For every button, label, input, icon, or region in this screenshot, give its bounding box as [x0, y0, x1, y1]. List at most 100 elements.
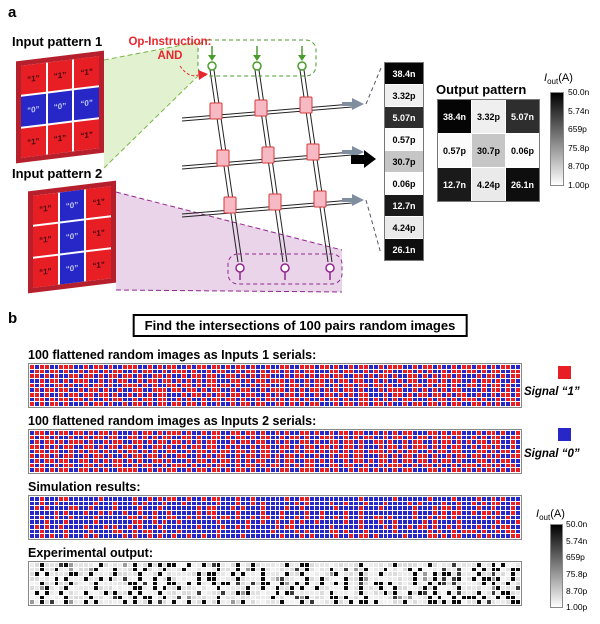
- grid-cell: [329, 374, 334, 378]
- grid-cell: [329, 431, 334, 435]
- grid-cell: [373, 529, 378, 534]
- grid-cell: [344, 374, 349, 378]
- grid-cell: [481, 468, 486, 472]
- grid-cell: [511, 468, 516, 472]
- grid-cell: [295, 449, 300, 454]
- grid-cell: [354, 393, 358, 397]
- grid-cell: [128, 529, 133, 534]
- grid-cell: [157, 374, 162, 378]
- grid-cell: [98, 501, 103, 506]
- grid-cell: [98, 572, 103, 576]
- grid-cell: [280, 374, 285, 378]
- grid-cell: [427, 515, 432, 520]
- grid-cell: [88, 515, 93, 520]
- grid-cell: [226, 374, 231, 378]
- grid-cell: [54, 501, 59, 506]
- grid-cell: [408, 468, 412, 472]
- grid-cell: [177, 529, 182, 534]
- grid-cell: [250, 463, 255, 468]
- colorbar-tick-label: 5.74n: [568, 105, 590, 116]
- grid-cell: [432, 534, 437, 538]
- grid-cell: [118, 397, 123, 402]
- grid-cell: [49, 468, 54, 472]
- grid-cell: [383, 591, 388, 595]
- grid-cell: [138, 511, 142, 515]
- grid-cell: [295, 463, 300, 468]
- grid-cell: [344, 383, 349, 388]
- grid-cell: [457, 454, 462, 458]
- grid-cell: [226, 520, 231, 524]
- grid-cell: [339, 506, 344, 510]
- grid-cell: [113, 534, 118, 538]
- grid-cell: [187, 468, 192, 472]
- grid-cell: [34, 501, 39, 506]
- grid-cell: [427, 595, 432, 600]
- grid-cell: [167, 445, 172, 449]
- grid-cell: [216, 383, 221, 388]
- grid-cell: [432, 506, 437, 510]
- grid-cell: [93, 402, 98, 406]
- grid-cell: [462, 454, 466, 458]
- grid-cell: [270, 577, 275, 581]
- grid-cell: [133, 567, 138, 572]
- grid-cell: [383, 501, 388, 506]
- grid-cell: [54, 440, 59, 444]
- grid-cell: [339, 459, 344, 463]
- grid-cell: [471, 440, 476, 444]
- grid-cell: [206, 501, 211, 506]
- grid-cell: [349, 595, 354, 600]
- grid-cell: [246, 431, 250, 435]
- grid-cell: [491, 402, 496, 406]
- grid-cell: [34, 440, 39, 444]
- grid-cell: [79, 449, 83, 454]
- grid-cell: [300, 393, 304, 397]
- grid-cell: [147, 440, 152, 444]
- grid-cell: [486, 397, 491, 402]
- grid-cell: [319, 374, 324, 378]
- grid-cell: [172, 501, 177, 506]
- grid-cell: [501, 402, 506, 406]
- grid-cell: [260, 600, 265, 604]
- grid-cell: [442, 445, 447, 449]
- grid-cell: [187, 431, 192, 435]
- grid-cell: [466, 581, 471, 586]
- grid-cell: [79, 374, 83, 378]
- grid-cell: [481, 577, 486, 581]
- grid-cell: [64, 468, 69, 472]
- grid-cell: [349, 497, 354, 501]
- grid-cell: [246, 534, 250, 538]
- grid-cell: [354, 468, 358, 472]
- grid-cell: [147, 379, 152, 383]
- grid-cell: [182, 397, 187, 402]
- grid-cell: [54, 595, 59, 600]
- grid-cell: [147, 374, 152, 378]
- output-value-cell: 3.32p: [472, 100, 505, 133]
- grid-cell: [422, 374, 427, 378]
- grid-cell: [79, 459, 83, 463]
- grid-cell: [471, 374, 476, 378]
- grid-cell: [30, 525, 34, 529]
- grid-cell: [511, 379, 516, 383]
- grid-cell: [329, 397, 334, 402]
- grid-cell: [309, 374, 314, 378]
- grid-cell: [486, 511, 491, 515]
- grid-cell: [334, 529, 339, 534]
- grid-cell: [452, 520, 457, 524]
- grid-cell: [516, 383, 520, 388]
- grid-cell: [201, 525, 206, 529]
- grid-cell: [113, 567, 118, 572]
- grid-cell: [275, 468, 280, 472]
- grid-cell: [211, 501, 216, 506]
- grid-cell: [182, 369, 187, 374]
- grid-cell: [211, 365, 216, 369]
- grid-cell: [182, 567, 187, 572]
- grid-cell: [339, 577, 344, 581]
- grid-cell: [462, 572, 466, 576]
- grid-cell: [339, 402, 344, 406]
- grid-cell: [280, 515, 285, 520]
- grid-cell: [496, 440, 501, 444]
- grid-cell: [236, 402, 241, 406]
- grid-cell: [408, 534, 412, 538]
- grid-cell: [437, 595, 442, 600]
- grid-cell: [516, 572, 520, 576]
